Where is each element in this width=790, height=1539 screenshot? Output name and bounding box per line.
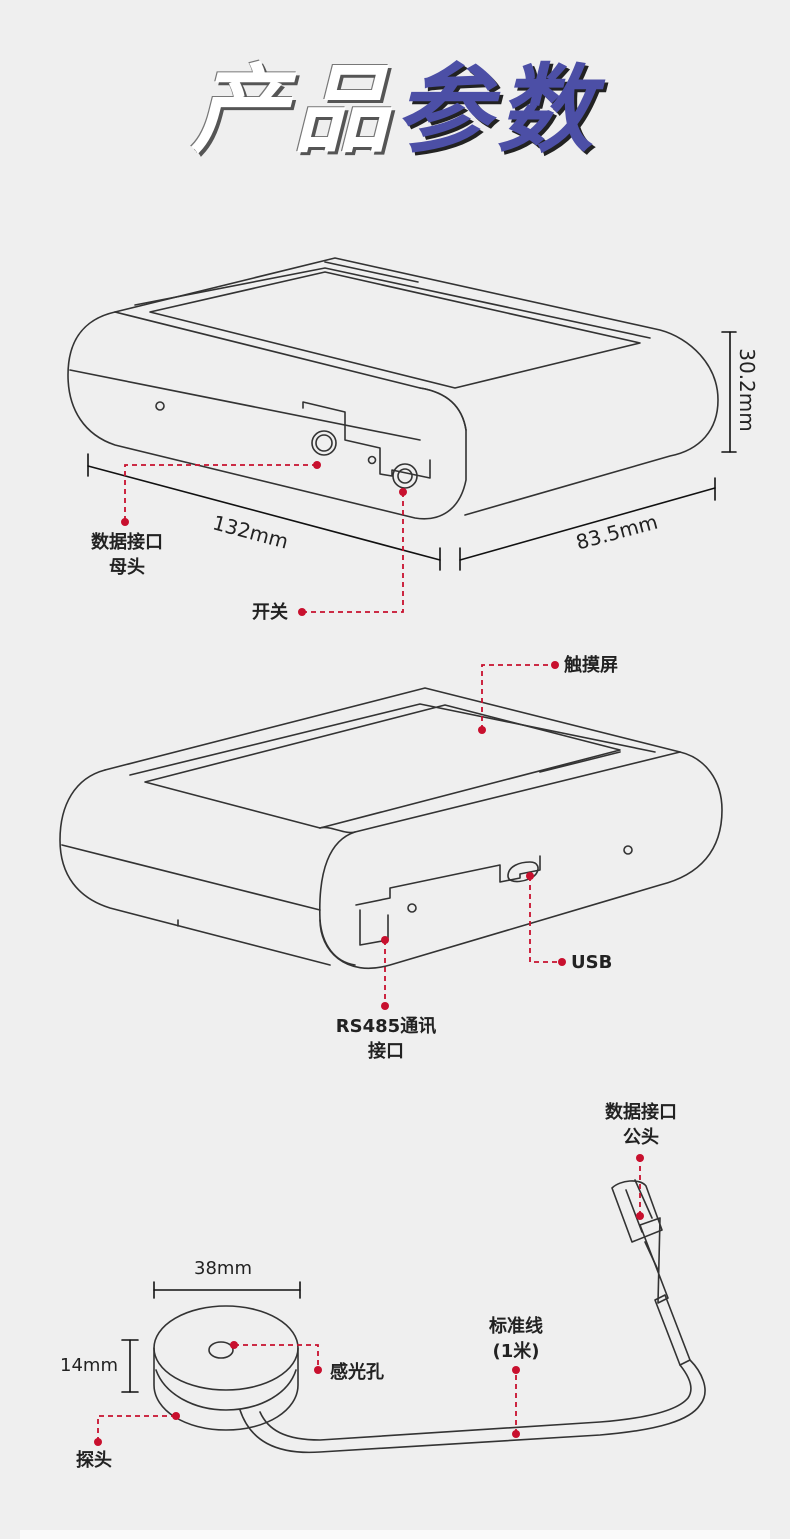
label-usb: USB <box>571 952 613 973</box>
page-title: 产品参数 <box>0 40 790 180</box>
label-data-port-female-line-2: 母头 <box>109 557 145 578</box>
bottom-divider <box>20 1530 770 1539</box>
label-sensor-hole: 感光孔 <box>330 1362 384 1383</box>
label-power-switch: 开关 <box>252 602 288 623</box>
callout-dot-data-port-female <box>313 461 321 469</box>
callout-dot-probe-end <box>94 1438 102 1446</box>
callout-dot-switch-end <box>298 608 306 616</box>
callout-dot-touchscreen <box>478 726 486 734</box>
label-rs485-line-2: 接口 <box>368 1041 404 1062</box>
callout-lines <box>97 464 641 1442</box>
dimension-probe-thickness: 14mm <box>60 1355 118 1376</box>
callout-dot-data-port-female-end <box>121 518 129 526</box>
dimension-lines-device-1 <box>87 331 737 571</box>
title-part-1: 产品 <box>191 54 395 166</box>
callout-dot-cable-end <box>512 1366 520 1374</box>
callout-dot-usb-end <box>558 958 566 966</box>
dimension-height: 30.2mm <box>734 348 759 432</box>
callout-dot-switch <box>399 488 407 496</box>
title-part-2: 参数 <box>395 54 599 166</box>
callout-dot-rs485 <box>381 936 389 944</box>
probe-drawing <box>153 1179 706 1454</box>
label-rs485: RS485通讯 接口 <box>330 1014 442 1064</box>
callout-dot-rs485-end <box>381 1002 389 1010</box>
label-data-port-male: 数据接口 公头 <box>596 1100 686 1150</box>
label-data-port-male-line-2: 公头 <box>623 1127 659 1148</box>
label-rs485-line-1: RS485通讯 <box>335 1016 437 1037</box>
callout-dot-sensor-hole <box>230 1341 238 1349</box>
label-standard-cable-line-1: 标准线 <box>489 1316 543 1337</box>
label-data-port-female-line-1: 数据接口 <box>91 532 163 553</box>
callout-dot-cable <box>512 1430 520 1438</box>
callout-dot-data-port-male <box>636 1212 644 1220</box>
label-data-port-male-line-1: 数据接口 <box>605 1102 677 1123</box>
dimension-probe-diameter: 38mm <box>194 1258 252 1279</box>
device-rear-view <box>59 687 723 970</box>
label-standard-cable-line-2: (1米) <box>492 1341 540 1362</box>
callout-dot-data-port-male-end <box>636 1154 644 1162</box>
label-standard-cable: 标准线 (1米) <box>476 1314 556 1364</box>
callout-dot-touchscreen-end <box>551 661 559 669</box>
callout-dots <box>94 461 644 1446</box>
label-data-port-female: 数据接口 母头 <box>82 530 172 580</box>
callout-dot-probe <box>172 1412 180 1420</box>
device-front-view <box>67 257 719 520</box>
callout-dot-usb <box>526 872 534 880</box>
label-touchscreen: 触摸屏 <box>564 655 618 676</box>
dimension-lines-probe <box>121 1281 301 1393</box>
callout-dot-sensor-hole-end <box>314 1366 322 1374</box>
label-probe: 探头 <box>76 1450 112 1471</box>
